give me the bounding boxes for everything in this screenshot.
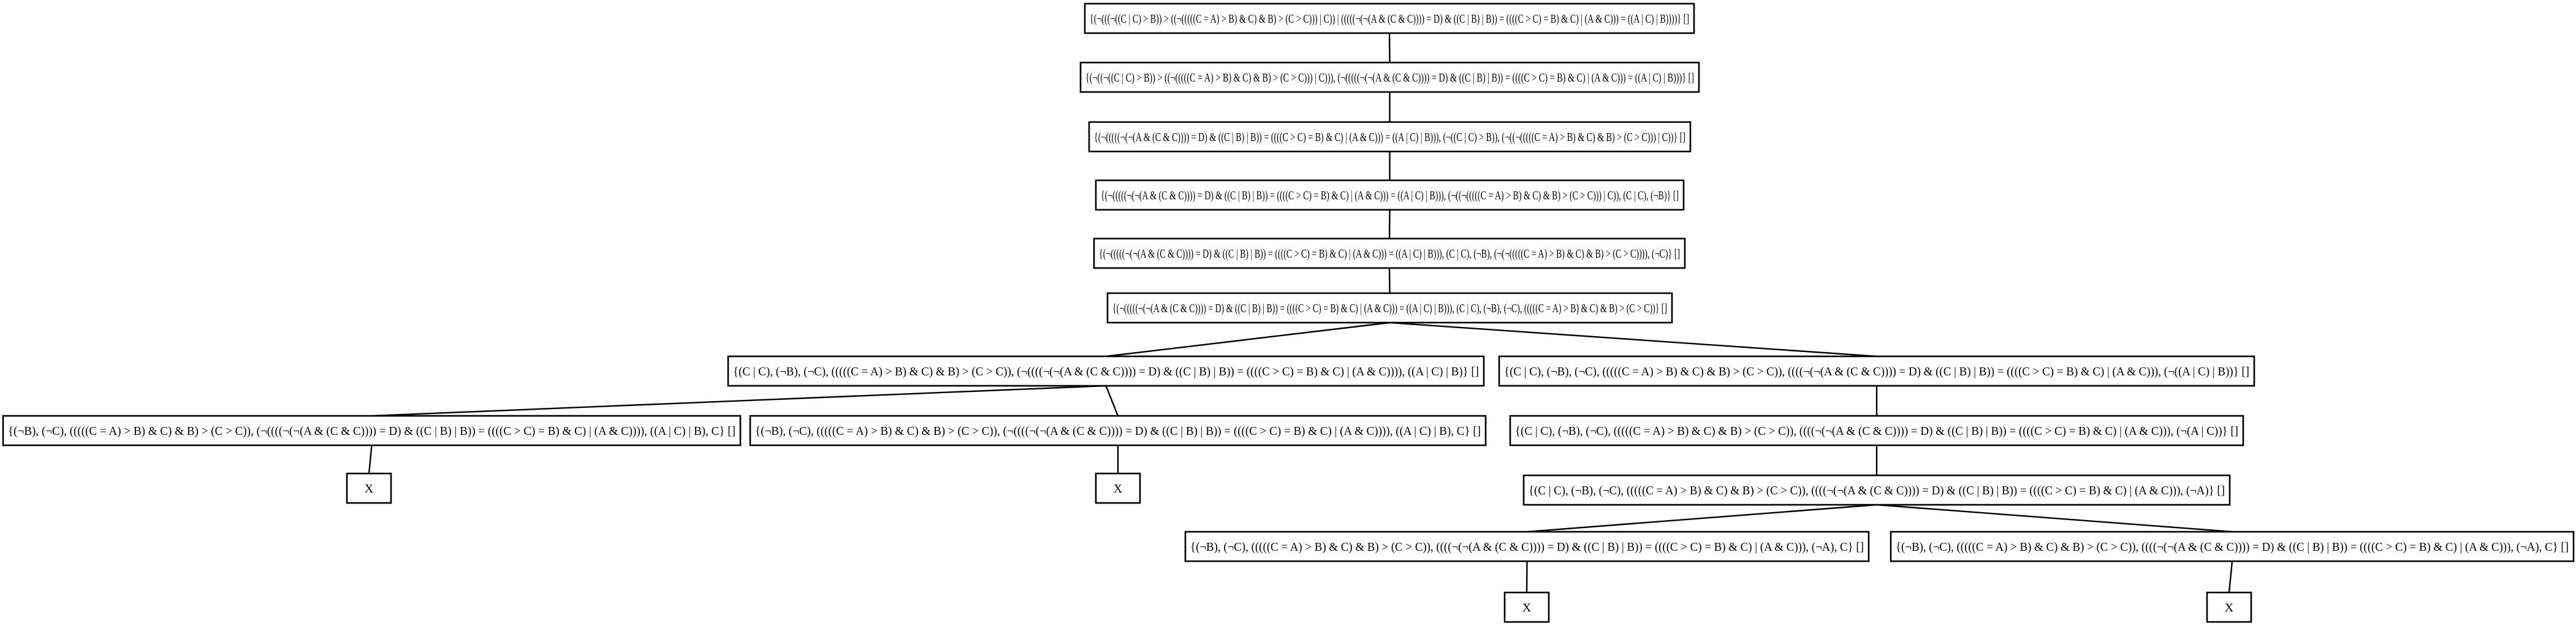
node-label: {(¬(((((¬(¬(A & (C & C)))) = D) & ((C | …	[1112, 302, 1667, 315]
tree-node: {(C | C), (¬B), (¬C), (((((C = A) > B) &…	[1509, 415, 2244, 447]
tree-node: {(¬B), (¬C), (((((C = A) > B) & C) & B) …	[1184, 531, 1870, 562]
node-label: {(¬B), (¬C), (((((C = A) > B) & C) & B) …	[755, 424, 1481, 438]
node-label: {(C | C), (¬B), (¬C), (((((C = A) > B) &…	[733, 365, 1479, 378]
tree-node: {(¬(((((¬(¬(A & (C & C)))) = D) & ((C | …	[1088, 121, 1692, 153]
closed-branch-node: X	[1503, 591, 1550, 623]
closed-branch-node: X	[1095, 472, 1141, 504]
node-label: {(¬(((¬((C | C) > B)) > ((¬(((((C = A) >…	[1090, 12, 1689, 26]
node-box	[1095, 472, 1141, 504]
node-label: {(C | C), (¬B), (¬C), (((((C = A) > B) &…	[1529, 484, 2225, 497]
node-box	[346, 472, 392, 504]
tree-edge-n1-n2	[1388, 33, 1391, 63]
closed-branch-label: X	[2225, 601, 2234, 615]
tree-node: {(C | C), (¬B), (¬C), (((((C = A) > B) &…	[1498, 355, 2255, 387]
tree-node: {(¬B), (¬C), (((((C = A) > B) & C) & B) …	[2, 415, 742, 447]
node-box	[1088, 121, 1692, 153]
tree-edge-n6-n8	[1389, 321, 1877, 358]
node-label: {(¬(((((¬(¬(A & (C & C)))) = D) & ((C | …	[1099, 247, 1680, 261]
node-box	[1522, 474, 2231, 506]
tree-node: {(¬(((((¬(¬(A & (C & C)))) = D) & ((C | …	[1095, 179, 1685, 211]
tree-node: {(¬B), (¬C), (((((C = A) > B) & C) & B) …	[1890, 531, 2575, 562]
tree-edge-n5-n6	[1388, 267, 1391, 294]
node-box	[1498, 355, 2255, 387]
node-box	[1106, 292, 1673, 324]
node-box	[1509, 415, 2244, 447]
edges-layer	[368, 33, 2233, 593]
node-box	[1503, 591, 1550, 623]
tree-node: {(¬(((((¬(¬(A & (C & C)))) = D) & ((C | …	[1093, 237, 1686, 269]
node-label: {(¬B), (¬C), (((((C = A) > B) & C) & B) …	[1896, 540, 2569, 554]
node-box	[727, 355, 1485, 387]
tree-node: {(¬(((((¬(¬(A & (C & C)))) = D) & ((C | …	[1106, 292, 1673, 324]
node-box	[1095, 179, 1685, 211]
tree-node: {(¬((¬((C | C) > B)) > ((¬(((((C = A) > …	[1079, 61, 1700, 93]
node-box	[1079, 61, 1700, 93]
node-box	[1184, 531, 1870, 562]
tree-edge-n7-n9	[371, 385, 1106, 417]
tree-edge-n16-n18	[2228, 561, 2233, 593]
node-label: {(¬B), (¬C), (((((C = A) > B) & C) & B) …	[8, 424, 735, 438]
tree-edge-n14-n15	[1527, 504, 1877, 533]
closed-branch-label: X	[1522, 601, 1532, 615]
node-box	[749, 415, 1487, 447]
node-label: {(C | C), (¬B), (¬C), (((((C = A) > B) &…	[1504, 365, 2249, 378]
node-box	[1890, 531, 2575, 562]
node-box	[2206, 591, 2252, 623]
tree-node: {(¬(((¬((C | C) > B)) > ((¬(((((C = A) >…	[1084, 2, 1695, 34]
node-label: {(¬B), (¬C), (((((C = A) > B) & C) & B) …	[1190, 540, 1864, 554]
tree-node: {(¬B), (¬C), (((((C = A) > B) & C) & B) …	[749, 415, 1487, 447]
tree-edge-n4-n5	[1388, 209, 1391, 239]
node-box	[1084, 2, 1695, 34]
node-label: {(¬((¬((C | C) > B)) > ((¬(((((C = A) > …	[1085, 71, 1694, 85]
node-label: {(¬(((((¬(¬(A & (C & C)))) = D) & ((C | …	[1094, 131, 1685, 144]
tree-edge-n7-n10	[1105, 385, 1119, 416]
closed-branch-label: X	[1114, 482, 1123, 496]
closed-branch-node: X	[2206, 591, 2252, 623]
node-box	[2, 415, 742, 447]
tree-node: {(C | C), (¬B), (¬C), (((((C = A) > B) &…	[727, 355, 1485, 387]
closed-branch-label: X	[365, 482, 374, 496]
tree-edge-n6-n7	[1106, 321, 1390, 358]
tree-edge-n14-n16	[1876, 504, 2233, 533]
tree-node: {(C | C), (¬B), (¬C), (((((C = A) > B) &…	[1522, 474, 2231, 506]
tree-edge-n9-n12	[368, 445, 373, 474]
node-label: {(C | C), (¬B), (¬C), (((((C = A) > B) &…	[1515, 424, 2238, 438]
closed-branch-node: X	[346, 472, 392, 504]
node-label: {(¬(((((¬(¬(A & (C & C)))) = D) & ((C | …	[1101, 189, 1679, 202]
node-box	[1093, 237, 1686, 269]
